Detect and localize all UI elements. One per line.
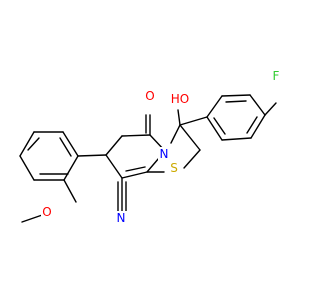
bond <box>183 149 201 169</box>
nitrile-nitrogen-label: N <box>117 211 126 225</box>
bond <box>63 155 79 181</box>
bond <box>121 171 148 179</box>
bond <box>206 95 223 118</box>
sulfur-label: S <box>170 161 178 175</box>
molecule-diagram: F HO O N S O N <box>19 69 282 225</box>
bond <box>221 94 251 97</box>
label-background <box>144 89 156 103</box>
bond <box>105 154 123 179</box>
bond <box>206 116 223 141</box>
bond <box>177 109 181 126</box>
bond <box>170 124 181 144</box>
label-background <box>158 147 170 161</box>
bond <box>250 114 266 139</box>
hydroxyl-label: HO <box>171 92 189 106</box>
bonds <box>19 94 277 223</box>
bond <box>121 134 151 137</box>
bond <box>221 137 252 141</box>
bond <box>246 116 258 134</box>
fluorine-label: F <box>273 69 280 83</box>
ketone-oxygen-label: O <box>145 89 154 103</box>
bond <box>27 137 40 151</box>
bond <box>59 137 72 157</box>
label-background <box>115 211 127 225</box>
ring-nitrogen-label: N <box>160 147 169 161</box>
label-background <box>270 69 282 83</box>
bond <box>77 154 107 157</box>
bond <box>264 102 277 116</box>
label-background <box>41 205 53 219</box>
bond <box>125 166 146 172</box>
structure-drawing: F HO O N S O N <box>19 69 282 225</box>
label-background <box>168 161 180 175</box>
bond <box>62 131 79 157</box>
atom-labels: F HO O N S O N <box>42 69 279 225</box>
bond <box>213 117 226 135</box>
bond <box>19 155 35 181</box>
bond <box>19 131 35 157</box>
bond <box>179 116 208 126</box>
bond <box>105 135 123 156</box>
bond <box>63 179 77 203</box>
label-background <box>168 92 192 106</box>
bond <box>249 94 266 116</box>
bond <box>225 100 247 103</box>
methoxy-oxygen-label: O <box>42 205 51 219</box>
bond <box>179 124 201 151</box>
label-backgrounds <box>41 69 282 225</box>
